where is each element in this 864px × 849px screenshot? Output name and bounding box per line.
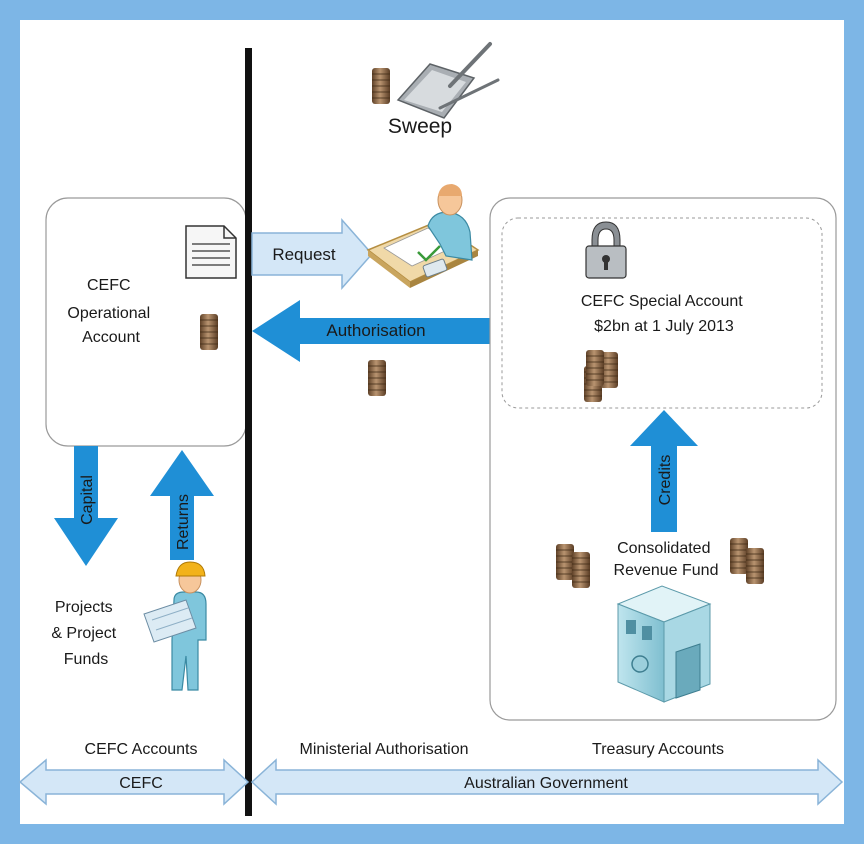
- sweep-group: Sweep: [371, 42, 500, 138]
- capital-arrow: Capital: [54, 446, 118, 566]
- engineer-icon: [143, 561, 207, 691]
- authorisation-label: Authorisation: [326, 321, 425, 340]
- crf-label: Consolidated Revenue Fund: [614, 540, 719, 579]
- document-icon: [185, 225, 237, 279]
- australian-government-band-label: Australian Government: [464, 775, 628, 792]
- projects-label: Projects & Project Funds: [51, 599, 120, 668]
- authorisation-arrow: Authorisation: [252, 300, 508, 362]
- request-label: Request: [272, 245, 336, 264]
- ministerial-authorisation-label: Ministerial Authorisation: [300, 741, 469, 758]
- coin-stack-icon: [729, 537, 749, 575]
- person-at-desk-icon: [366, 184, 480, 288]
- treasury-accounts-label: Treasury Accounts: [592, 741, 724, 758]
- divider-line: [245, 48, 252, 816]
- sweep-label: Sweep: [388, 115, 452, 138]
- credits-arrow: Credits: [630, 410, 698, 532]
- coin-stack-icon: [745, 547, 765, 585]
- operational-account-label: CEFC Operational Account: [67, 277, 154, 346]
- coin-stack-icon: [371, 67, 391, 105]
- coin-stack-icon: [199, 313, 219, 351]
- coin-stack-icon: [555, 543, 575, 581]
- returns-label: Returns: [175, 494, 192, 550]
- cefc-accounts-label: CEFC Accounts: [85, 741, 198, 758]
- coin-stack-icon: [585, 349, 605, 387]
- cefc-band-arrow: [18, 758, 250, 806]
- coin-stack-icon: [367, 359, 387, 397]
- special-account-box: [501, 217, 823, 409]
- special-account-label: CEFC Special Account $2bn at 1 July 2013: [581, 293, 747, 335]
- australian-government-band-arrow: [250, 758, 844, 806]
- credits-label: Credits: [657, 455, 674, 506]
- returns-arrow: Returns: [150, 450, 214, 560]
- request-arrow: Request: [251, 218, 374, 290]
- coin-stack-icon: [571, 551, 591, 589]
- dustpan-icon: [396, 42, 500, 119]
- bank-building-icon: [616, 585, 712, 703]
- cefc-band-label: CEFC: [119, 775, 163, 792]
- capital-label: Capital: [79, 475, 96, 525]
- padlock-icon: [585, 221, 627, 279]
